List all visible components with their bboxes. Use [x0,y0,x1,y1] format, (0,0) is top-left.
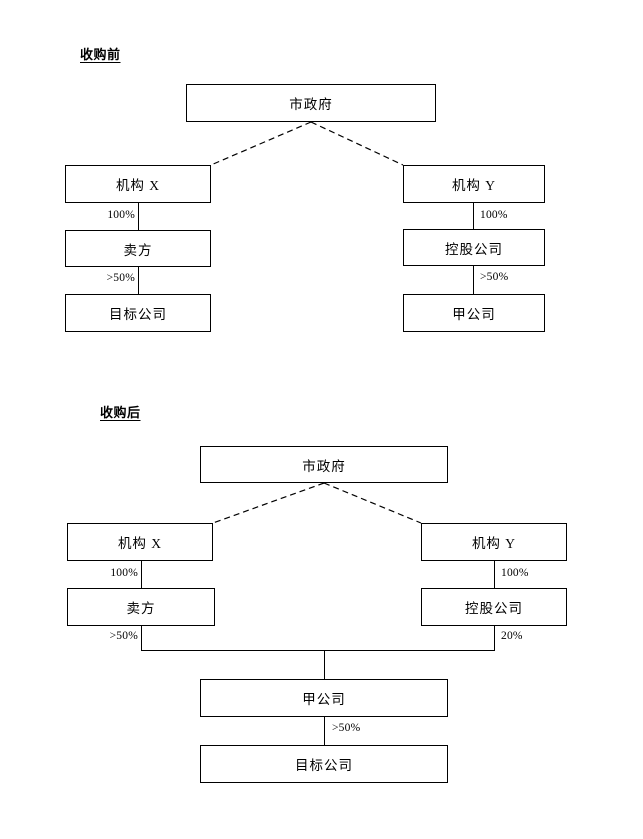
edge-agency-y-to-holding-before [473,203,474,229]
node-holding-after: 控股公司 [421,588,567,626]
edge-label-holding-to-company-a-after: 20% [500,630,546,642]
edge-label-seller-to-company-a-after: >50% [89,630,139,642]
edge-agency-x-to-seller-after [141,561,142,588]
edge-label-seller-to-target-before: >50% [86,272,136,284]
node-government-after: 市政府 [200,446,448,483]
node-government-before: 市政府 [186,84,436,122]
node-seller-after: 卖方 [67,588,215,626]
dashed-connectors-after [212,482,422,524]
node-company-a-after: 甲公司 [200,679,448,717]
edge-label-x-to-seller-after: 100% [91,567,139,579]
node-target-before: 目标公司 [65,294,211,332]
edge-label-y-to-holding-before: 100% [479,209,527,221]
edge-label-y-to-holding-after: 100% [500,567,548,579]
dashed-connectors-before [210,121,404,166]
edge-agency-y-to-holding-after [494,561,495,588]
edge-label-holding-to-company-a-before: >50% [479,271,529,283]
edge-label-x-to-seller-before: 100% [88,209,136,221]
node-agency-x-after: 机构 X [67,523,213,561]
edge-seller-to-target-before [138,267,139,294]
edge-company-a-to-target-after [324,717,325,745]
section-title-after: 收购后 [100,405,141,420]
edge-label-company-a-to-target-after: >50% [331,722,381,734]
edge-seller-drop-after [141,626,142,651]
section-title-before: 收购前 [80,47,121,62]
node-seller-before: 卖方 [65,230,211,267]
edge-bracket-horizontal-after [141,650,495,651]
node-agency-y-before: 机构 Y [403,165,545,203]
node-holding-before: 控股公司 [403,229,545,266]
node-agency-y-after: 机构 Y [421,523,567,561]
edge-holding-to-company-a-before [473,266,474,294]
edge-agency-x-to-seller-before [138,203,139,230]
node-target-after: 目标公司 [200,745,448,783]
node-company-a-before: 甲公司 [403,294,545,332]
edge-holding-drop-after [494,626,495,651]
node-agency-x-before: 机构 X [65,165,211,203]
edge-bracket-center-drop-after [324,650,325,679]
